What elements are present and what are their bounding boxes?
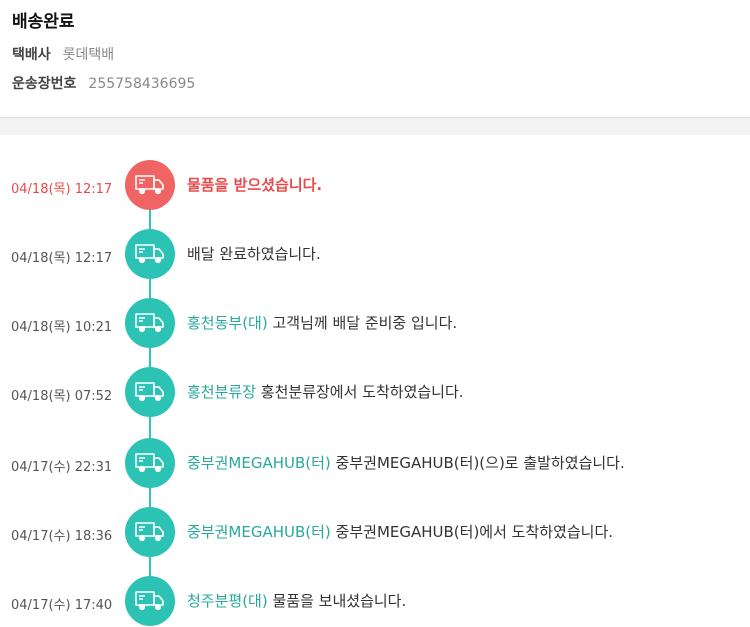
timeline-message: 중부권MEGAHUB(터) 중부권MEGAHUB(터)에서 도착하였습니다. [187, 521, 613, 542]
timeline-text: 중부권MEGAHUB(터)(으)로 출발하였습니다. [335, 454, 625, 472]
timeline-location: 중부권MEGAHUB(터) [187, 523, 331, 541]
courier-row: 택배사 롯데택배 [12, 44, 114, 64]
delivery-truck-icon [125, 229, 175, 279]
timeline-item: 04/17(수) 17:40 청주분평(대) 물품을 보내셨습니다. [0, 576, 750, 626]
timeline-text: 중부권MEGAHUB(터)에서 도착하였습니다. [335, 523, 614, 541]
timeline-text: 홍천분류장에서 도착하였습니다. [260, 383, 464, 401]
timeline-text: 물품을 받으셨습니다. [187, 176, 323, 194]
timeline-location: 홍천동부(대) [187, 314, 268, 332]
timeline-text: 물품을 보내셨습니다. [272, 592, 407, 610]
timeline-date: 04/18(목) 12:17 [11, 182, 113, 197]
timeline-location: 중부권MEGAHUB(터) [187, 454, 331, 472]
timeline-item: 04/18(목) 07:52 홍천분류장 홍천분류장에서 도착하였습니다. [0, 367, 750, 417]
delivery-truck-icon [125, 576, 175, 626]
tracking-row: 운송장번호 255758436695 [12, 73, 195, 93]
timeline-date: 04/17(수) 17:40 [11, 598, 113, 613]
timeline-date: 04/18(목) 10:21 [11, 320, 113, 335]
page-title: 배송완료 [12, 12, 75, 32]
delivery-truck-icon [125, 507, 175, 557]
timeline-item: 04/18(목) 12:17 물품을 받으셨습니다. [0, 160, 750, 210]
timeline-item: 04/17(수) 22:31 중부권MEGAHUB(터) 중부권MEGAHUB(… [0, 438, 750, 488]
timeline-message: 홍천분류장 홍천분류장에서 도착하였습니다. [187, 381, 464, 402]
delivery-truck-icon [125, 367, 175, 417]
timeline-message: 물품을 받으셨습니다. [187, 174, 322, 195]
timeline-item: 04/17(수) 18:36 중부권MEGAHUB(터) 중부권MEGAHUB(… [0, 507, 750, 557]
timeline-item: 04/18(목) 10:21 홍천동부(대) 고객님께 배달 준비중 입니다. [0, 298, 750, 348]
timeline-location: 홍천분류장 [187, 383, 257, 401]
timeline-message: 청주분평(대) 물품을 보내셨습니다. [187, 590, 406, 611]
timeline-date: 04/17(수) 22:31 [11, 460, 113, 475]
tracking-timeline: 04/18(목) 12:17 물품을 받으셨습니다. 04/18(목) 12:1… [0, 135, 750, 627]
courier-label: 택배사 [12, 47, 51, 63]
timeline-message: 배달 완료하였습니다. [187, 243, 321, 264]
delivery-truck-icon [125, 160, 175, 210]
delivery-header: 배송완료 택배사 롯데택배 운송장번호 255758436695 [0, 0, 750, 118]
timeline-date: 04/17(수) 18:36 [11, 529, 113, 544]
tracking-label: 운송장번호 [12, 76, 77, 92]
timeline-message: 홍천동부(대) 고객님께 배달 준비중 입니다. [187, 312, 457, 333]
timeline-date: 04/18(목) 07:52 [11, 389, 113, 404]
delivery-truck-icon [125, 298, 175, 348]
courier-value: 롯데택배 [62, 47, 115, 63]
timeline-text: 고객님께 배달 준비중 입니다. [272, 314, 458, 332]
tracking-number: 255758436695 [88, 76, 196, 92]
delivery-truck-icon [125, 438, 175, 488]
timeline-text: 배달 완료하였습니다. [187, 245, 321, 263]
timeline-item: 04/18(목) 12:17 배달 완료하였습니다. [0, 229, 750, 279]
timeline-message: 중부권MEGAHUB(터) 중부권MEGAHUB(터)(으)로 출발하였습니다. [187, 452, 625, 473]
section-divider [0, 118, 750, 135]
timeline-date: 04/18(목) 12:17 [11, 251, 113, 266]
timeline-location: 청주분평(대) [187, 592, 268, 610]
